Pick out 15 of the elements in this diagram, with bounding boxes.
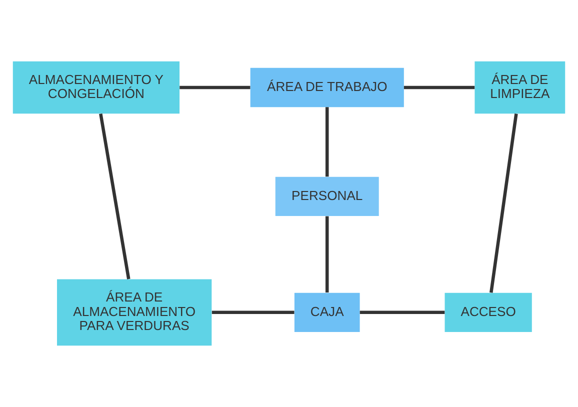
- node-box: ALMACENAMIENTO Y CONGELACIÓN: [12, 61, 180, 114]
- node-box: ÁREA DE ALMACENAMIENTO PARA VERDURAS: [57, 279, 212, 346]
- connector: [360, 310, 445, 314]
- node-box: ACCESO: [444, 292, 532, 332]
- connector: [326, 107, 329, 177]
- node-box: PERSONAL: [275, 176, 379, 216]
- node-box: ÁREA DE TRABAJO: [250, 68, 404, 108]
- connector: [404, 86, 475, 90]
- connector: [212, 310, 294, 314]
- connector: [180, 86, 250, 90]
- connector: [326, 216, 329, 292]
- node-box: ÁREA DE LIMPIEZA: [474, 61, 566, 114]
- connector: [490, 114, 518, 293]
- connector: [99, 113, 130, 280]
- node-box: CAJA: [294, 292, 360, 332]
